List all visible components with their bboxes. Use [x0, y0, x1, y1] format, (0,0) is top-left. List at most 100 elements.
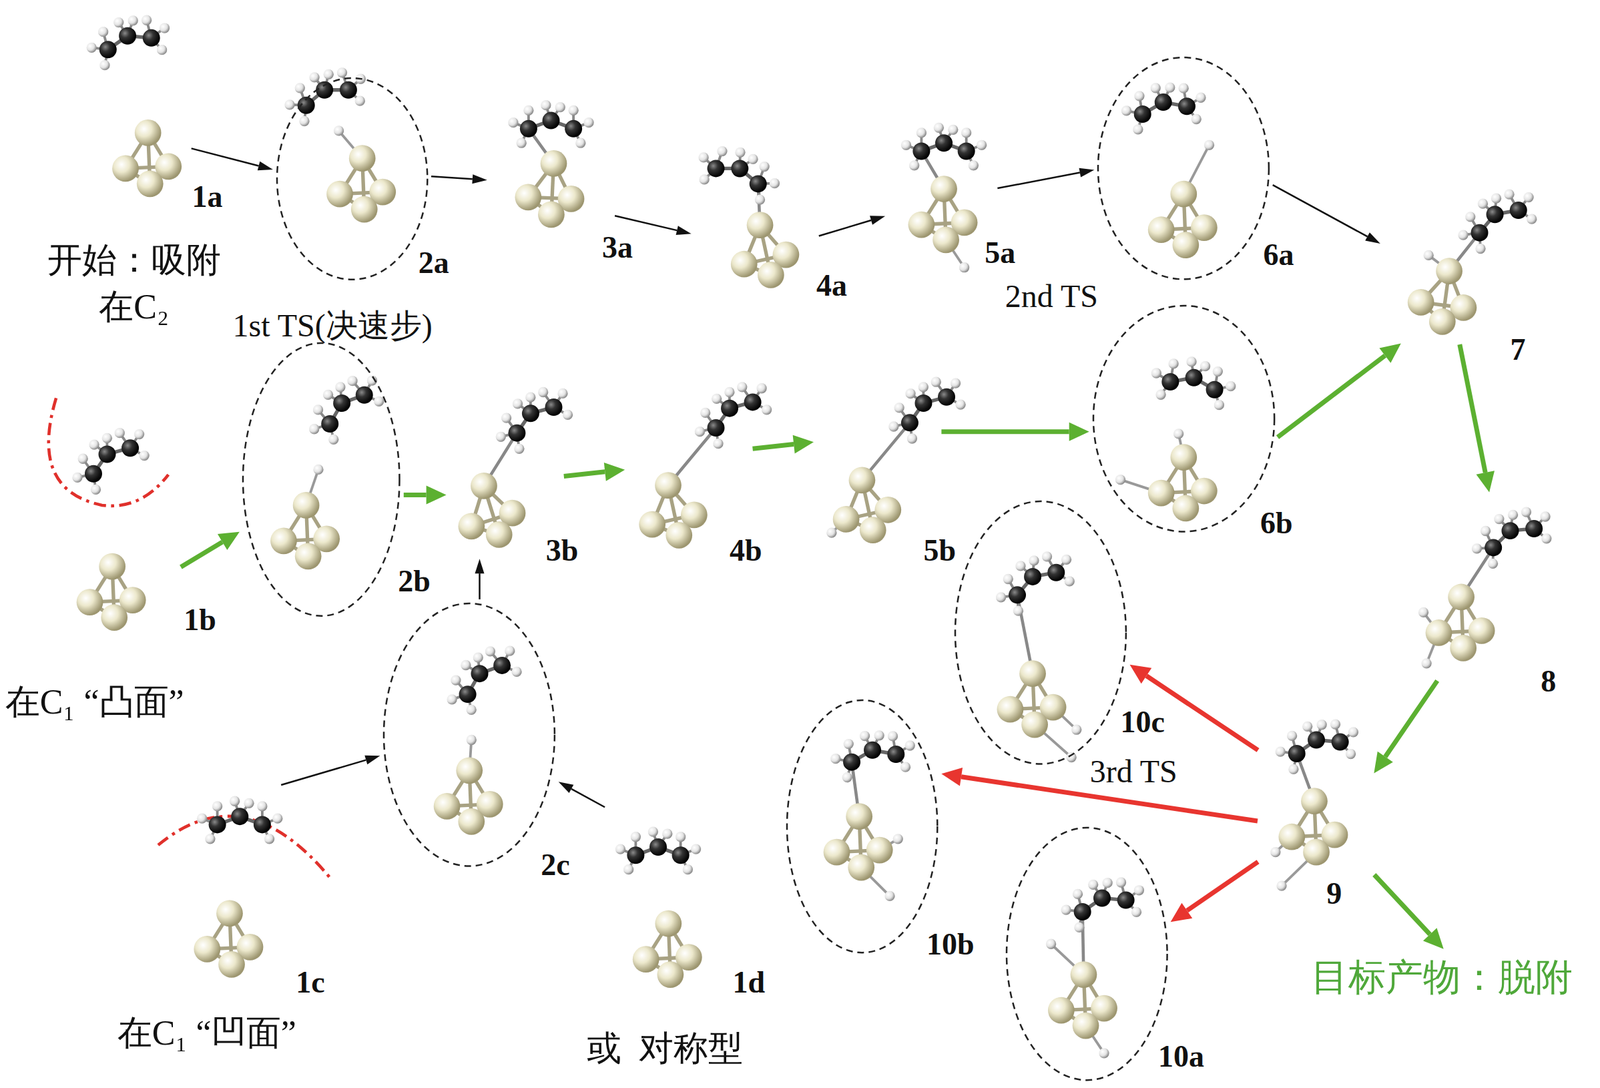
transition-state-ellipse: 10b: [785, 698, 939, 954]
reaction-arrow: [1272, 184, 1381, 244]
reaction-arrow: [997, 168, 1095, 189]
transition-state-ellipse: 2b: [241, 341, 401, 618]
transition-state-ellipse: 6b: [1092, 304, 1276, 533]
structure: 1a开始：吸附 在C₂: [86, 5, 189, 199]
structure-number: 1a: [191, 178, 223, 215]
transition-state-ellipse: 10a: [1005, 826, 1169, 1082]
structure-number: 10b: [926, 926, 975, 962]
arrow-shaft: [564, 471, 606, 477]
arrow-shaft: [752, 444, 795, 450]
arrow-shaft: [431, 176, 473, 179]
arrow-head: [1078, 168, 1095, 178]
arrow-head: [1069, 422, 1090, 442]
reaction-arrow: [1170, 861, 1259, 922]
molecule: [433, 645, 522, 835]
arrow-shaft: [1186, 861, 1258, 911]
arrow-shaft: [1385, 680, 1438, 757]
ellipse-outline: [277, 78, 428, 280]
arrow-head: [1365, 232, 1381, 244]
structure-number: 2b: [397, 563, 431, 599]
arrow-shaft: [1277, 355, 1386, 438]
ellipse-outline: [1006, 827, 1168, 1081]
ellipse-outline: [955, 501, 1127, 764]
reaction-arrow: [1373, 680, 1438, 774]
arrow-head: [257, 161, 274, 171]
reaction-arrow: [180, 531, 240, 568]
dashed-ellipse: [1005, 826, 1169, 1082]
structure-number: 8: [1540, 663, 1556, 699]
molecule: [901, 122, 987, 274]
state-label: 3rd TS: [1090, 752, 1178, 790]
molecule: [995, 551, 1082, 763]
arrow-head: [426, 485, 447, 504]
reaction-arrow: [281, 755, 380, 785]
structure: 4b: [627, 377, 750, 557]
reaction-arrow: [474, 558, 484, 600]
arrow-shaft: [941, 429, 1069, 434]
molecule: [1407, 189, 1538, 336]
arrow-shaft: [1459, 344, 1486, 473]
molecule: [615, 826, 703, 988]
structure-number: 3b: [546, 532, 579, 569]
molecule: [193, 796, 283, 978]
arrow-shaft: [997, 172, 1080, 189]
molecule: [1045, 877, 1145, 1058]
structure: 1b在C₁ “凸面”: [50, 393, 179, 644]
structure: 5b: [816, 351, 939, 557]
molecule: [1418, 506, 1552, 669]
arrow-shaft: [180, 542, 223, 567]
arrow-head: [364, 755, 380, 765]
molecule: [507, 100, 594, 228]
molecule: [1115, 356, 1237, 522]
arrow-head: [1170, 903, 1193, 923]
dashed-ellipse: [241, 341, 401, 618]
dashed-ellipse: [953, 499, 1128, 765]
arrow-head: [1423, 927, 1444, 949]
structure: 1d或 对称型: [607, 806, 730, 1000]
molecule: [457, 387, 573, 549]
arrow-head: [604, 462, 625, 482]
caption-text: 在C₁ “凸面”: [5, 678, 185, 726]
arrow-head: [792, 435, 814, 454]
caption-text: 或 对称型: [586, 1025, 743, 1073]
arrow-head: [474, 558, 484, 574]
dashed-ellipse: [785, 698, 939, 954]
arrow-shaft: [614, 215, 677, 231]
structure-number: 10c: [1120, 704, 1165, 740]
caption-text: 目标产物：脱附: [1308, 951, 1576, 1005]
dashed-ellipse: [1096, 56, 1271, 281]
arrow-head: [217, 531, 240, 551]
structure-number: 6a: [1263, 236, 1295, 273]
arrow-shaft: [571, 788, 605, 808]
ellipse-outline: [1098, 57, 1269, 280]
ellipse-outline: [1093, 305, 1275, 532]
structure-number: 7: [1509, 331, 1526, 368]
molecule: [638, 381, 772, 549]
molecule: [270, 375, 384, 570]
structure: 3a: [489, 86, 613, 235]
structure-number: 9: [1326, 875, 1342, 912]
structure: 3b: [449, 377, 562, 557]
structure: 5a: [887, 102, 996, 266]
arrow-head: [471, 174, 487, 184]
arrow-head: [676, 225, 692, 235]
reaction-arrow: [752, 435, 814, 454]
molecule: [826, 377, 966, 544]
arrow-shaft: [478, 573, 481, 600]
structure-number: 5b: [923, 532, 956, 569]
dashed-ellipse: [275, 76, 429, 282]
arrow-shaft: [1272, 184, 1368, 237]
arrow-head: [558, 781, 575, 793]
molecule: [1121, 82, 1218, 258]
dashed-ellipse: [1092, 304, 1276, 533]
transition-state-ellipse: 6a2nd TS: [1096, 56, 1271, 281]
reaction-arrow: [1277, 343, 1402, 438]
arrow-shaft: [403, 492, 427, 498]
product-label: 目标产物：脱附: [1308, 951, 1576, 1005]
state-label: 1st TS(决速步): [232, 304, 433, 348]
molecule: [823, 730, 916, 902]
arrow-shaft: [191, 148, 259, 166]
structure-number: 4b: [729, 532, 763, 569]
